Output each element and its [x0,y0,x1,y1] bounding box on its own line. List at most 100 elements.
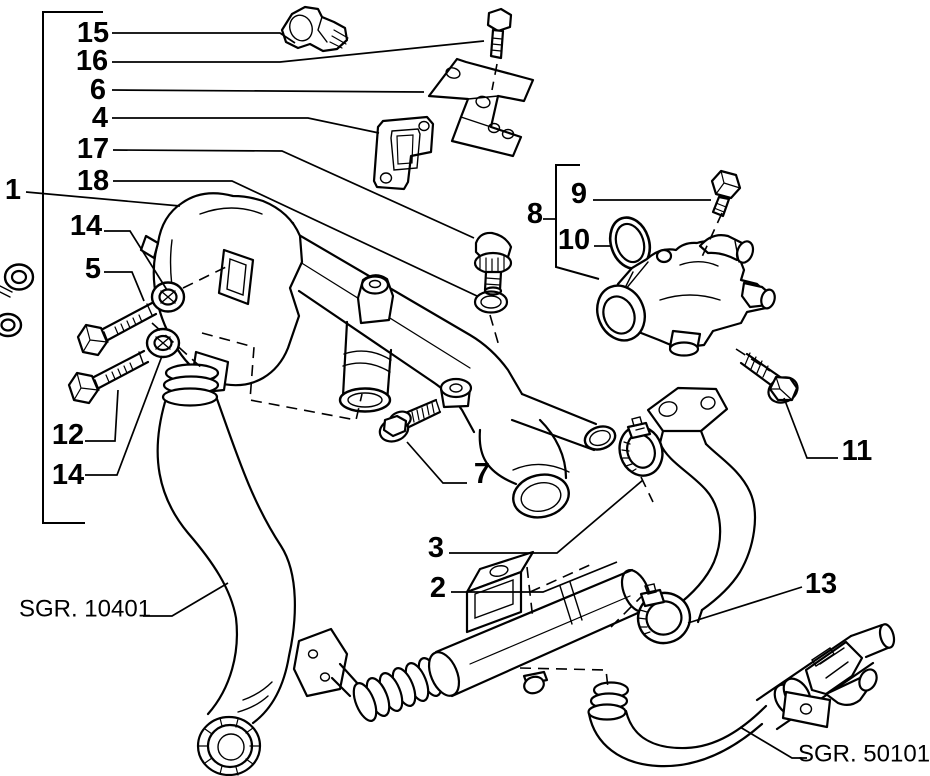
stub-mouth [338,387,392,413]
callout-10: 10 [558,224,590,256]
callout-6: 6 [90,74,106,106]
hose-body [624,704,768,750]
callout-4: 4 [92,102,108,134]
callout-2: 2 [430,572,446,604]
bracket-front-face [465,570,523,634]
bolt-boss [439,377,473,409]
connector-latch [811,647,835,667]
leader-16 [112,40,485,63]
hose-sgr-50101 [587,623,896,768]
hose-collar [161,387,219,407]
port-mouth [512,473,570,519]
bleed-screw-17 [473,231,513,296]
manifold-down-stub [338,320,393,413]
callout-14: 14 [70,210,102,242]
housing-right-stub [740,281,776,310]
callout-1: 1 [5,174,21,206]
leader-15 [112,32,296,44]
bracket-hole [445,67,461,79]
bolt-thread [114,314,143,335]
leader-14 [85,355,163,476]
housing-inlet-port [596,284,646,342]
sgr-label-1: SGR. 50101 [798,741,930,768]
leader-14 [104,230,168,291]
hose-clamp-13 [636,583,692,645]
housing-top-stub [698,234,755,264]
bracket-hole [799,703,813,715]
alignment-dash-6 [489,314,500,347]
callout-3: 3 [428,532,444,564]
bolt-head [710,169,742,200]
leader-sgr-0 [143,582,229,617]
callout-7: 7 [474,458,490,490]
alignment-dash-1 [700,212,723,260]
bolt-11 [739,352,799,404]
alignment-dash-0 [491,63,498,91]
alignment-dash-10 [519,667,609,689]
hose-clamp-3 [618,416,664,477]
leader-6 [111,89,425,93]
sensor-thread [329,29,349,49]
bolt-thread [490,37,503,52]
alignment-dash-2 [735,348,771,372]
sensor-body [289,14,313,42]
bolt-shaft [739,352,785,390]
bolt-16 [486,7,513,60]
hose-sgr-10401 [156,363,296,776]
leader-11 [783,397,838,459]
alignment-dash-lines [151,63,771,689]
bolt-shaft [711,195,731,218]
alignment-dash-7 [526,566,534,621]
pipe-tip [849,623,892,659]
manifold-down-port [478,418,570,519]
alignment-dash-8 [529,563,593,593]
bolt-thread [105,362,134,383]
alignment-dash-5 [201,332,363,421]
leader-12 [85,389,119,442]
bracket-hole [487,122,501,134]
bolt-head [486,7,513,33]
washer-14a [150,281,186,313]
bracket-2 [465,550,535,634]
hose-flange [646,386,729,433]
leader-lines [25,11,838,759]
leader-1 [25,191,181,207]
leader-18 [113,180,478,297]
hose-body [156,400,238,716]
group-8-bracket [555,164,600,280]
leader-5 [104,271,145,302]
manifold-lug [356,274,395,325]
hose-collar [587,703,627,721]
gasket-hole [418,120,430,132]
bolt-thread [411,402,435,423]
callout-5: 5 [85,253,101,285]
callout-15: 15 [77,17,109,49]
alignment-dash-3 [182,265,229,289]
bracket-6 [427,57,535,158]
leader-7 [406,441,467,484]
bolt-head [382,414,408,438]
callout-9: 9 [571,178,587,210]
callout-13: 13 [805,568,837,600]
leader-17 [112,149,475,239]
boss-hole [449,383,463,393]
hose-body [700,442,756,612]
alignment-dash-9 [610,596,642,628]
housing-ear [655,248,673,264]
bracket-hole [489,565,509,577]
bolt-12 [67,349,150,405]
washer-spare [0,263,35,338]
leader-13 [687,586,803,624]
bulb-side-stub [139,234,160,260]
callout-14: 14 [52,459,84,491]
connecting-hose [646,386,756,624]
callout-16: 16 [76,45,108,77]
quick-connector [804,640,864,696]
washer-14b [145,327,181,359]
leader-4 [112,117,380,134]
bulb-opening [217,248,255,306]
bolt-7 [378,398,442,443]
egr-bellows [352,657,443,722]
